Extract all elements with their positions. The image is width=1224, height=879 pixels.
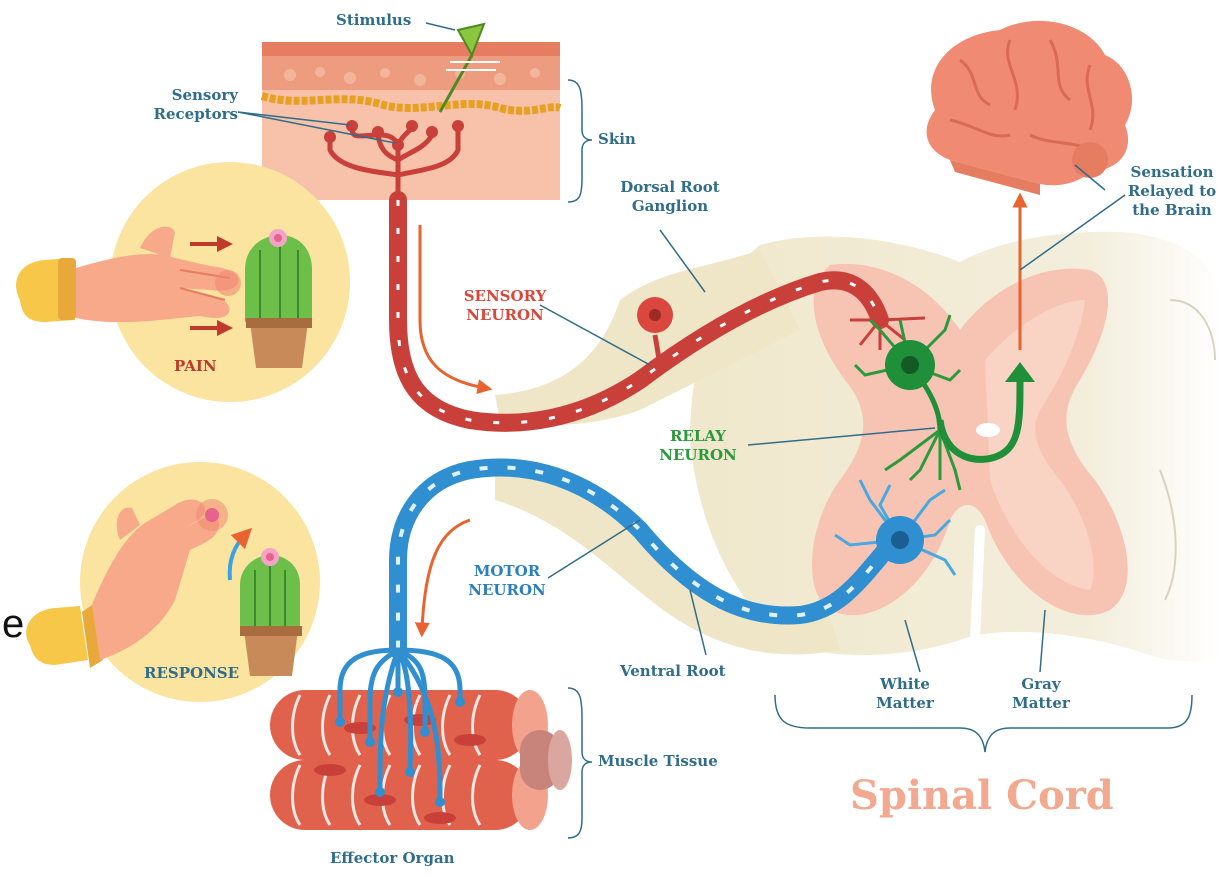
sensory-receptors-label: Sensory Receptors <box>148 86 238 124</box>
sensory-neuron-label-line2: NEURON <box>455 306 555 325</box>
muscle-tissue <box>270 690 572 830</box>
muscle-tissue-label: Muscle Tissue <box>598 752 718 771</box>
sensation-label-line2: Relayed to <box>1122 182 1222 201</box>
pain-label: PAIN <box>174 357 217 376</box>
spinal-cord-bracket <box>775 695 1192 752</box>
motor-neuron-label: MOTOR NEURON <box>462 562 552 600</box>
sensory-neuron-label: SENSORY NEURON <box>455 287 555 325</box>
skin-label: Skin <box>598 130 636 149</box>
gray-matter-label-line2: Matter <box>996 694 1086 713</box>
sensory-neuron-label-line1: SENSORY <box>455 287 555 306</box>
spinal-cord-title: Spinal Cord <box>850 772 1114 819</box>
dorsal-root-ganglion-label: Dorsal Root Ganglion <box>610 178 730 216</box>
gray-matter-label: Gray Matter <box>996 675 1086 713</box>
response-label: RESPONSE <box>144 664 239 683</box>
motor-neuron-label-line2: NEURON <box>462 581 552 600</box>
dorsal-root-label-line2: Ganglion <box>610 197 730 216</box>
motor-neuron-label-line1: MOTOR <box>462 562 552 581</box>
stimulus-label: Stimulus <box>336 11 411 30</box>
skin-bracket <box>568 80 592 202</box>
ventral-fissure <box>975 530 980 640</box>
sensation-label-line1: Sensation <box>1122 163 1222 182</box>
white-matter-label: White Matter <box>860 675 950 713</box>
relay-neuron-label: RELAY NEURON <box>648 427 748 465</box>
gray-matter-label-line1: Gray <box>996 675 1086 694</box>
white-matter-label-line1: White <box>860 675 950 694</box>
dorsal-root-label-line1: Dorsal Root <box>610 178 730 197</box>
sensory-receptors-label-line2: Receptors <box>148 105 238 124</box>
central-canal <box>976 423 1000 437</box>
relay-neuron-label-line1: RELAY <box>648 427 748 446</box>
stray-character: e <box>2 602 24 647</box>
effector-organ-label: Effector Organ <box>330 849 455 868</box>
ventral-root-label: Ventral Root <box>620 662 726 681</box>
white-matter-label-line2: Matter <box>860 694 950 713</box>
sensory-receptors-label-line1: Sensory <box>148 86 238 105</box>
brain <box>927 21 1132 195</box>
sensation-relayed-label: Sensation Relayed to the Brain <box>1122 163 1222 220</box>
sensation-label-line3: the Brain <box>1122 201 1222 220</box>
relay-neuron-label-line2: NEURON <box>648 446 748 465</box>
